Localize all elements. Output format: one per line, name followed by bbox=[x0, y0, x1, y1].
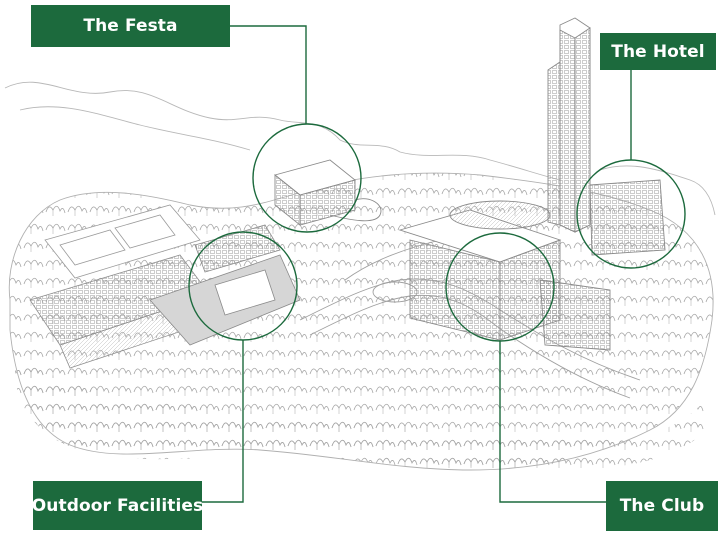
hills-outline bbox=[4, 81, 716, 216]
festa-highlight-circle bbox=[252, 123, 362, 233]
label-the-hotel[interactable]: The Hotel bbox=[600, 33, 716, 70]
outdoor-leader-line bbox=[202, 340, 244, 503]
club-leader-line bbox=[499, 341, 606, 503]
sports-courts bbox=[44, 204, 201, 279]
label-the-festa[interactable]: The Festa bbox=[31, 5, 230, 47]
leader-lines bbox=[202, 25, 632, 503]
outdoor-pool-area bbox=[149, 224, 301, 346]
label-outdoor-facilities[interactable]: Outdoor Facilities bbox=[32, 481, 203, 530]
hotel-tower bbox=[547, 17, 666, 256]
festa-leader-line bbox=[230, 25, 307, 124]
label-the-club[interactable]: The Club bbox=[606, 481, 718, 531]
foreground-trees bbox=[15, 360, 705, 470]
club-building bbox=[398, 200, 611, 351]
festa-building bbox=[274, 159, 382, 226]
